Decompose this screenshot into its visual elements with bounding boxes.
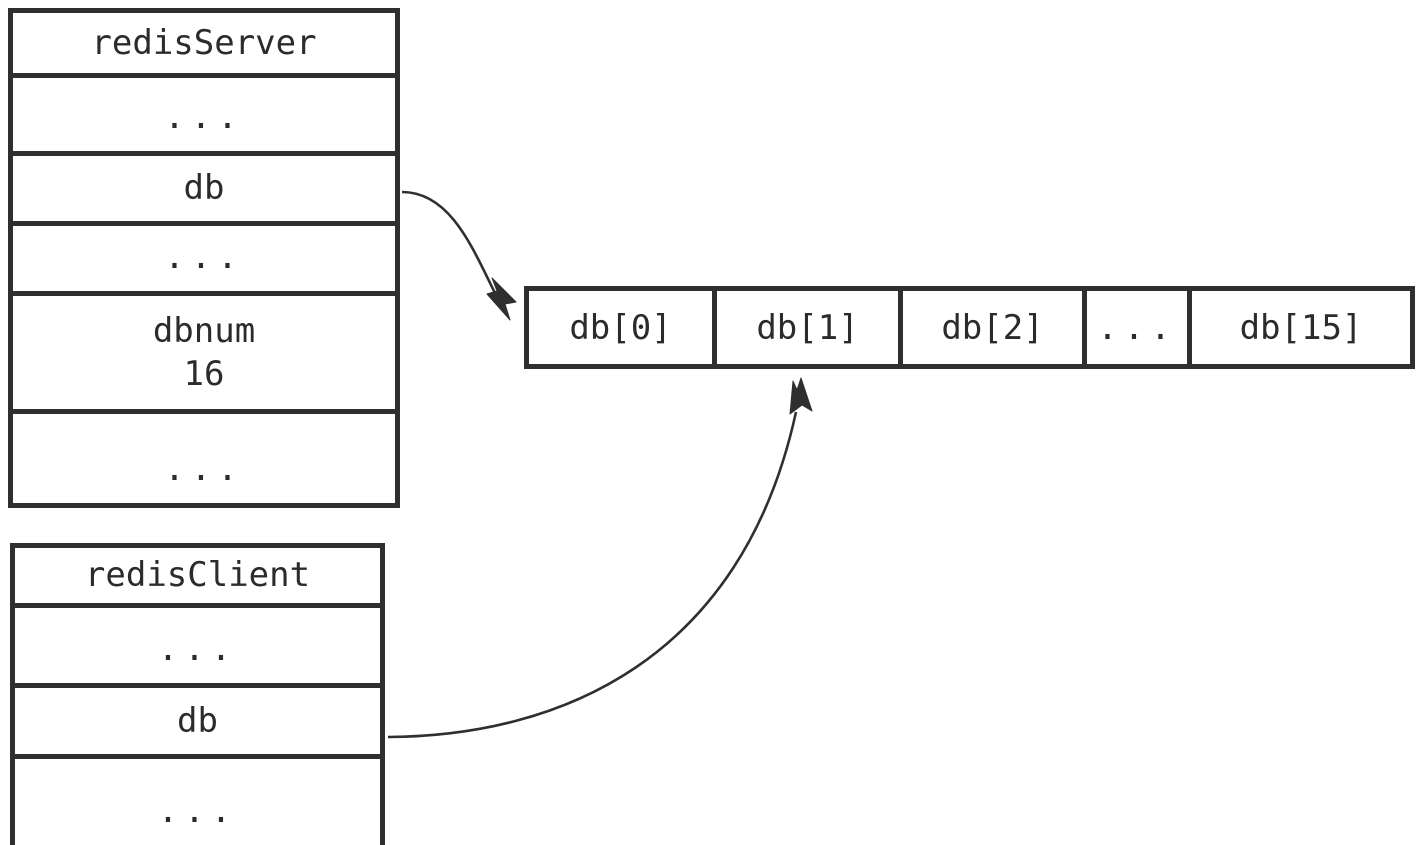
server-row-db: db <box>13 156 395 226</box>
arrow-client-db-head <box>789 377 813 415</box>
redis-client-struct: redisClient ... db ... <box>10 543 385 845</box>
db-array-cell-15: db[15] <box>1192 291 1410 364</box>
arrow-server-db-to-array <box>401 190 517 321</box>
server-dbnum-label: dbnum <box>152 311 256 352</box>
arrow-client-db-path <box>387 411 798 739</box>
client-db-label: db <box>177 700 218 741</box>
server-dbnum-value: 16 <box>183 353 225 394</box>
server-ellipsis-3-label: ... <box>164 448 244 489</box>
db-array-cell-1: db[1] <box>717 291 903 364</box>
client-row-ellipsis-2: ... <box>15 759 380 845</box>
arrow-server-db-path <box>401 190 499 298</box>
db-array-cell-2-label: db[2] <box>941 307 1044 348</box>
db-array-cell-15-label: db[15] <box>1239 307 1363 348</box>
arrow-server-db-head <box>486 277 517 321</box>
db-array-cell-0-label: db[0] <box>569 307 672 348</box>
db-array-cell-2: db[2] <box>903 291 1087 364</box>
server-row-ellipsis-1: ... <box>13 78 395 156</box>
server-row-ellipsis-3: ... <box>13 414 395 503</box>
client-title-label: redisClient <box>84 555 311 596</box>
server-row-dbnum: dbnum 16 <box>13 296 395 414</box>
db-array-cell-ellipsis: ... <box>1087 291 1192 364</box>
server-row-ellipsis-2: ... <box>13 226 395 296</box>
server-ellipsis-2-label: ... <box>164 236 244 277</box>
db-array-cell-1-label: db[1] <box>756 307 859 348</box>
client-ellipsis-2-label: ... <box>157 790 238 831</box>
client-ellipsis-1-label: ... <box>157 628 238 669</box>
server-title-label: redisServer <box>91 22 317 63</box>
redis-server-struct: redisServer ... db ... dbnum 16 ... <box>8 8 400 508</box>
client-row-title: redisClient <box>15 548 380 608</box>
server-db-label: db <box>183 168 225 209</box>
db-array-ellipsis-label: ... <box>1097 307 1177 348</box>
arrow-client-db-to-array <box>387 377 813 739</box>
client-row-db: db <box>15 688 380 759</box>
server-ellipsis-1-label: ... <box>164 96 244 137</box>
client-row-ellipsis-1: ... <box>15 608 380 688</box>
db-array-cell-0: db[0] <box>529 291 717 364</box>
server-row-title: redisServer <box>13 13 395 78</box>
db-array: db[0] db[1] db[2] ... db[15] <box>524 286 1415 369</box>
